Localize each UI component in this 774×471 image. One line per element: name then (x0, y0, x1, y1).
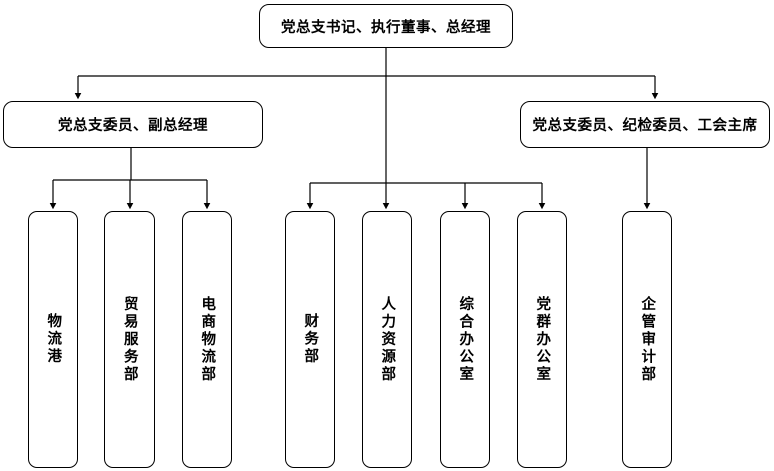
node-deputy-general-manager[interactable]: 党总支委员、副总经理 (3, 101, 263, 148)
node-dept-logistics-port-label: 物流港 (45, 313, 62, 366)
node-top-leader-label: 党总支书记、执行董事、总经理 (281, 19, 491, 36)
node-dept-finance[interactable]: 财务部 (285, 211, 335, 468)
node-dept-trade-service-label: 贸易服务部 (121, 295, 138, 384)
node-dept-finance-label: 财务部 (302, 313, 319, 366)
node-dept-human-resources[interactable]: 人力资源部 (362, 211, 412, 468)
node-dept-human-resources-label: 人力资源部 (379, 295, 396, 384)
node-dept-enterprise-audit-label: 企管审计部 (639, 295, 656, 384)
node-discipline-union-chair-label: 党总支委员、纪检委员、工会主席 (532, 118, 758, 134)
node-discipline-union-chair[interactable]: 党总支委员、纪检委员、工会主席 (520, 101, 770, 148)
node-dept-general-office-label: 综合办公室 (457, 295, 474, 384)
node-deputy-general-manager-label: 党总支委员、副总经理 (58, 118, 208, 134)
node-dept-ecommerce-logistics[interactable]: 电商物流部 (182, 211, 232, 468)
node-dept-ecommerce-logistics-label: 电商物流部 (199, 295, 216, 384)
node-dept-party-mass-office[interactable]: 党群办公室 (517, 211, 567, 468)
node-dept-party-mass-office-label: 党群办公室 (534, 295, 551, 384)
node-dept-general-office[interactable]: 综合办公室 (440, 211, 490, 468)
node-dept-enterprise-audit[interactable]: 企管审计部 (622, 211, 672, 468)
node-dept-logistics-port[interactable]: 物流港 (28, 211, 78, 468)
node-dept-trade-service[interactable]: 贸易服务部 (104, 211, 155, 468)
node-top-leader[interactable]: 党总支书记、执行董事、总经理 (259, 4, 513, 48)
